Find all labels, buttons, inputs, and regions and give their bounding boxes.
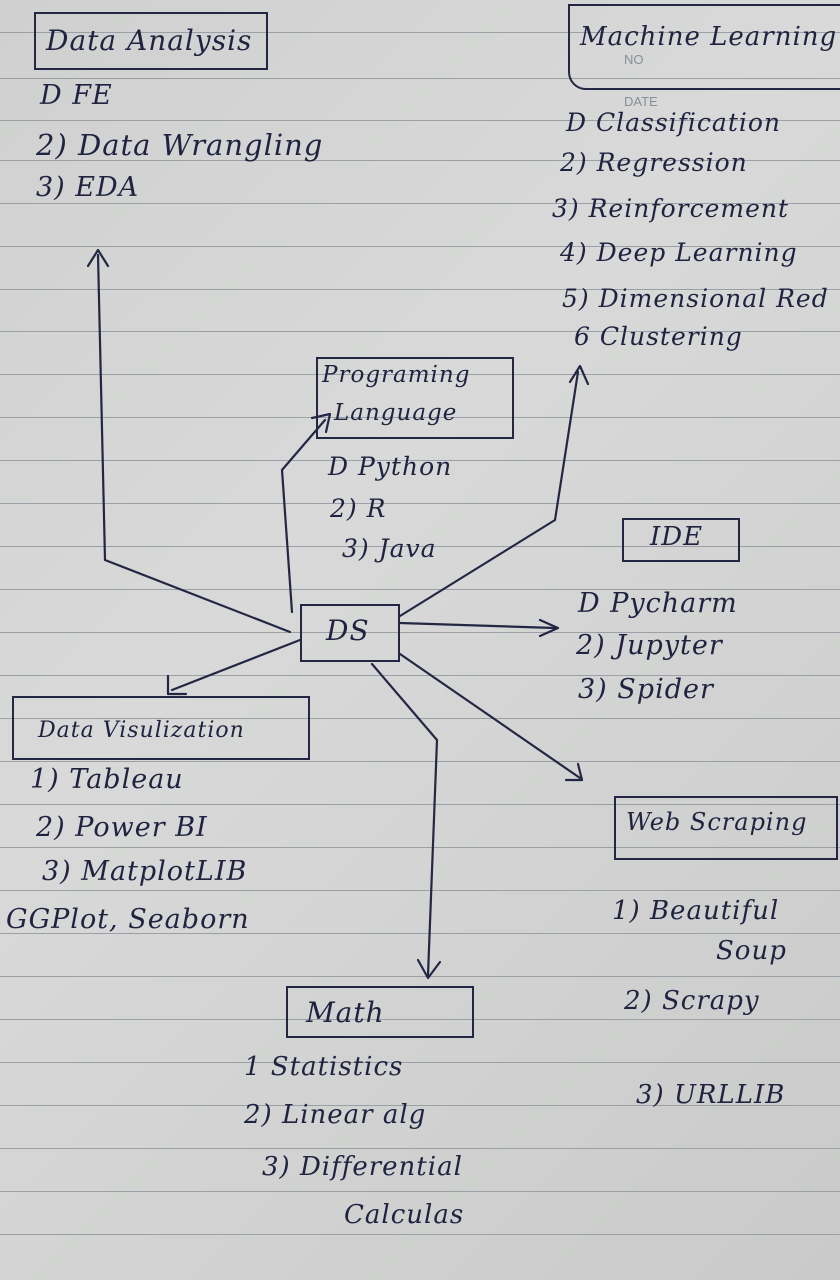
arrowhead-programming bbox=[310, 412, 332, 434]
web-scraping-item: 3) URLLIB bbox=[636, 1080, 786, 1110]
machine-learning-item: 3) Reinforcement bbox=[552, 194, 790, 223]
web-scraping-title: Web Scraping bbox=[626, 808, 808, 836]
ide-item: D Pycharm bbox=[578, 588, 738, 619]
ds-center-box bbox=[300, 604, 400, 662]
math-box bbox=[286, 986, 474, 1038]
machine-learning-item: 2) Regression bbox=[560, 148, 748, 177]
arrowhead-data-analysis bbox=[86, 248, 110, 268]
web-scraping-box bbox=[614, 796, 838, 860]
ruled-line bbox=[0, 160, 840, 161]
web-scraping-item: 2) Scrapy bbox=[624, 986, 760, 1016]
arrowhead-machine-learning bbox=[568, 364, 590, 386]
arrowhead-web-scraping bbox=[564, 762, 584, 782]
ruled-line bbox=[0, 847, 840, 848]
ruled-line bbox=[0, 1191, 840, 1192]
programming-language-box bbox=[316, 357, 514, 439]
ruled-line bbox=[0, 503, 840, 504]
arrow-to-data-analysis bbox=[96, 253, 292, 634]
ruled-line bbox=[0, 1105, 840, 1106]
ruled-line bbox=[0, 374, 840, 375]
data-analysis-title: Data Analysis bbox=[46, 24, 253, 57]
arrowhead-ide bbox=[538, 618, 560, 638]
ruled-line bbox=[0, 976, 840, 977]
machine-learning-item: 4) Deep Learning bbox=[560, 238, 798, 267]
web-scraping-item: Soup bbox=[716, 936, 787, 966]
ruled-line bbox=[0, 589, 840, 590]
ruled-line bbox=[0, 203, 840, 204]
programming-language-item: 3) Java bbox=[342, 534, 437, 563]
web-scraping-item: 1) Beautiful bbox=[612, 896, 780, 926]
ruled-line bbox=[0, 761, 840, 762]
ruled-line bbox=[0, 246, 840, 247]
data-visualization-item: 1) Tableau bbox=[30, 764, 184, 795]
machine-learning-item: 5) Dimensional Red bbox=[562, 284, 829, 313]
math-title: Math bbox=[306, 996, 385, 1029]
arrow-to-web-scraping bbox=[398, 652, 582, 780]
ruled-line bbox=[0, 1019, 840, 1020]
ruled-line bbox=[0, 933, 840, 934]
data-analysis-item: 2) Data Wrangling bbox=[36, 128, 324, 162]
ruled-line bbox=[0, 804, 840, 805]
ruled-line bbox=[0, 120, 840, 121]
ruled-line bbox=[0, 289, 840, 290]
arrowhead-data-visualization bbox=[166, 674, 188, 696]
arrow-to-programming bbox=[280, 418, 327, 614]
arrowhead-math bbox=[416, 958, 442, 980]
data-visualization-title: Data Visulization bbox=[38, 718, 245, 743]
programming-language-title-line1: Programing bbox=[322, 362, 471, 388]
ruled-line bbox=[0, 460, 840, 461]
ide-item: 3) Spider bbox=[578, 674, 714, 705]
ds-center-label: DS bbox=[326, 614, 370, 647]
ide-box bbox=[622, 518, 740, 562]
ruled-line bbox=[0, 1234, 840, 1235]
data-visualization-box bbox=[12, 696, 310, 760]
ruled-line bbox=[0, 417, 840, 418]
machine-learning-item: 6 Clustering bbox=[574, 322, 743, 351]
ruled-line bbox=[0, 890, 840, 891]
machine-learning-box bbox=[568, 4, 840, 90]
ide-item: 2) Jupyter bbox=[576, 630, 723, 661]
ruled-line bbox=[0, 331, 840, 332]
arrow-to-ide bbox=[398, 621, 557, 630]
programming-language-title-line2: Language bbox=[334, 400, 458, 426]
ruled-line bbox=[0, 546, 840, 547]
machine-learning-item: D Classification bbox=[566, 108, 782, 137]
notebook-date-label: DATE bbox=[624, 94, 658, 109]
math-item: 3) Differential bbox=[262, 1152, 463, 1182]
data-visualization-item: 3) MatplotLIB bbox=[42, 856, 248, 887]
ruled-line bbox=[0, 32, 840, 33]
data-analysis-item: D FE bbox=[40, 80, 113, 111]
data-visualization-item: GGPlot, Seaborn bbox=[6, 904, 250, 935]
notebook-no-label: NO bbox=[624, 52, 644, 67]
arrow-to-machine-learning bbox=[398, 370, 580, 618]
programming-language-item: D Python bbox=[328, 452, 453, 481]
programming-language-item: 2) R bbox=[330, 494, 387, 523]
ruled-line bbox=[0, 78, 840, 79]
math-item: 1 Statistics bbox=[244, 1052, 404, 1082]
arrow-to-data-visualization bbox=[170, 638, 302, 692]
machine-learning-title: Machine Learning bbox=[580, 22, 838, 52]
ruled-line bbox=[0, 632, 840, 633]
data-analysis-item: 3) EDA bbox=[36, 172, 140, 203]
ruled-line bbox=[0, 1148, 840, 1149]
math-item: 2) Linear alg bbox=[244, 1100, 427, 1130]
data-analysis-box bbox=[34, 12, 268, 70]
data-visualization-item: 2) Power BI bbox=[36, 812, 208, 843]
ruled-line bbox=[0, 675, 840, 676]
ruled-line bbox=[0, 1062, 840, 1063]
arrow-to-math bbox=[370, 662, 439, 977]
ide-title: IDE bbox=[650, 522, 704, 552]
math-item: Calculas bbox=[344, 1200, 465, 1230]
